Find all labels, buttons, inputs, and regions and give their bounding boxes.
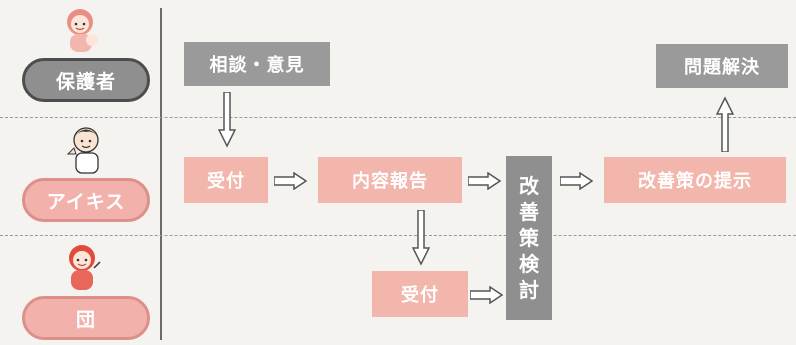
role-aegis: アイキス [22, 178, 150, 222]
arrow-right-3 [560, 172, 594, 190]
lane-divider-1 [0, 117, 796, 118]
consult-box: 相談・意見 [184, 42, 330, 86]
guardian-avatar-icon [67, 9, 98, 52]
receive-box-2: 受付 [372, 271, 468, 317]
arrow-right-2 [468, 172, 502, 190]
receive-box-1: 受付 [184, 157, 268, 203]
arrow-down-report [412, 210, 430, 266]
role-group: 団 [22, 296, 150, 340]
role-guardian: 保護者 [22, 58, 150, 102]
staff-avatar-icon [66, 127, 99, 174]
lane-divider-vertical [160, 8, 162, 340]
report-box: 内容報告 [318, 157, 462, 203]
solve-box: 問題解決 [656, 44, 788, 88]
review-box: 改善策検討 [506, 156, 552, 320]
arrow-up-solve [716, 96, 734, 152]
group-avatar-icon [69, 245, 101, 290]
arrow-right-1 [274, 172, 308, 190]
arrow-right-4 [470, 286, 504, 304]
lane-divider-2 [0, 235, 796, 236]
proposal-box: 改善策の提示 [604, 157, 786, 203]
arrow-down-consult [218, 92, 236, 148]
